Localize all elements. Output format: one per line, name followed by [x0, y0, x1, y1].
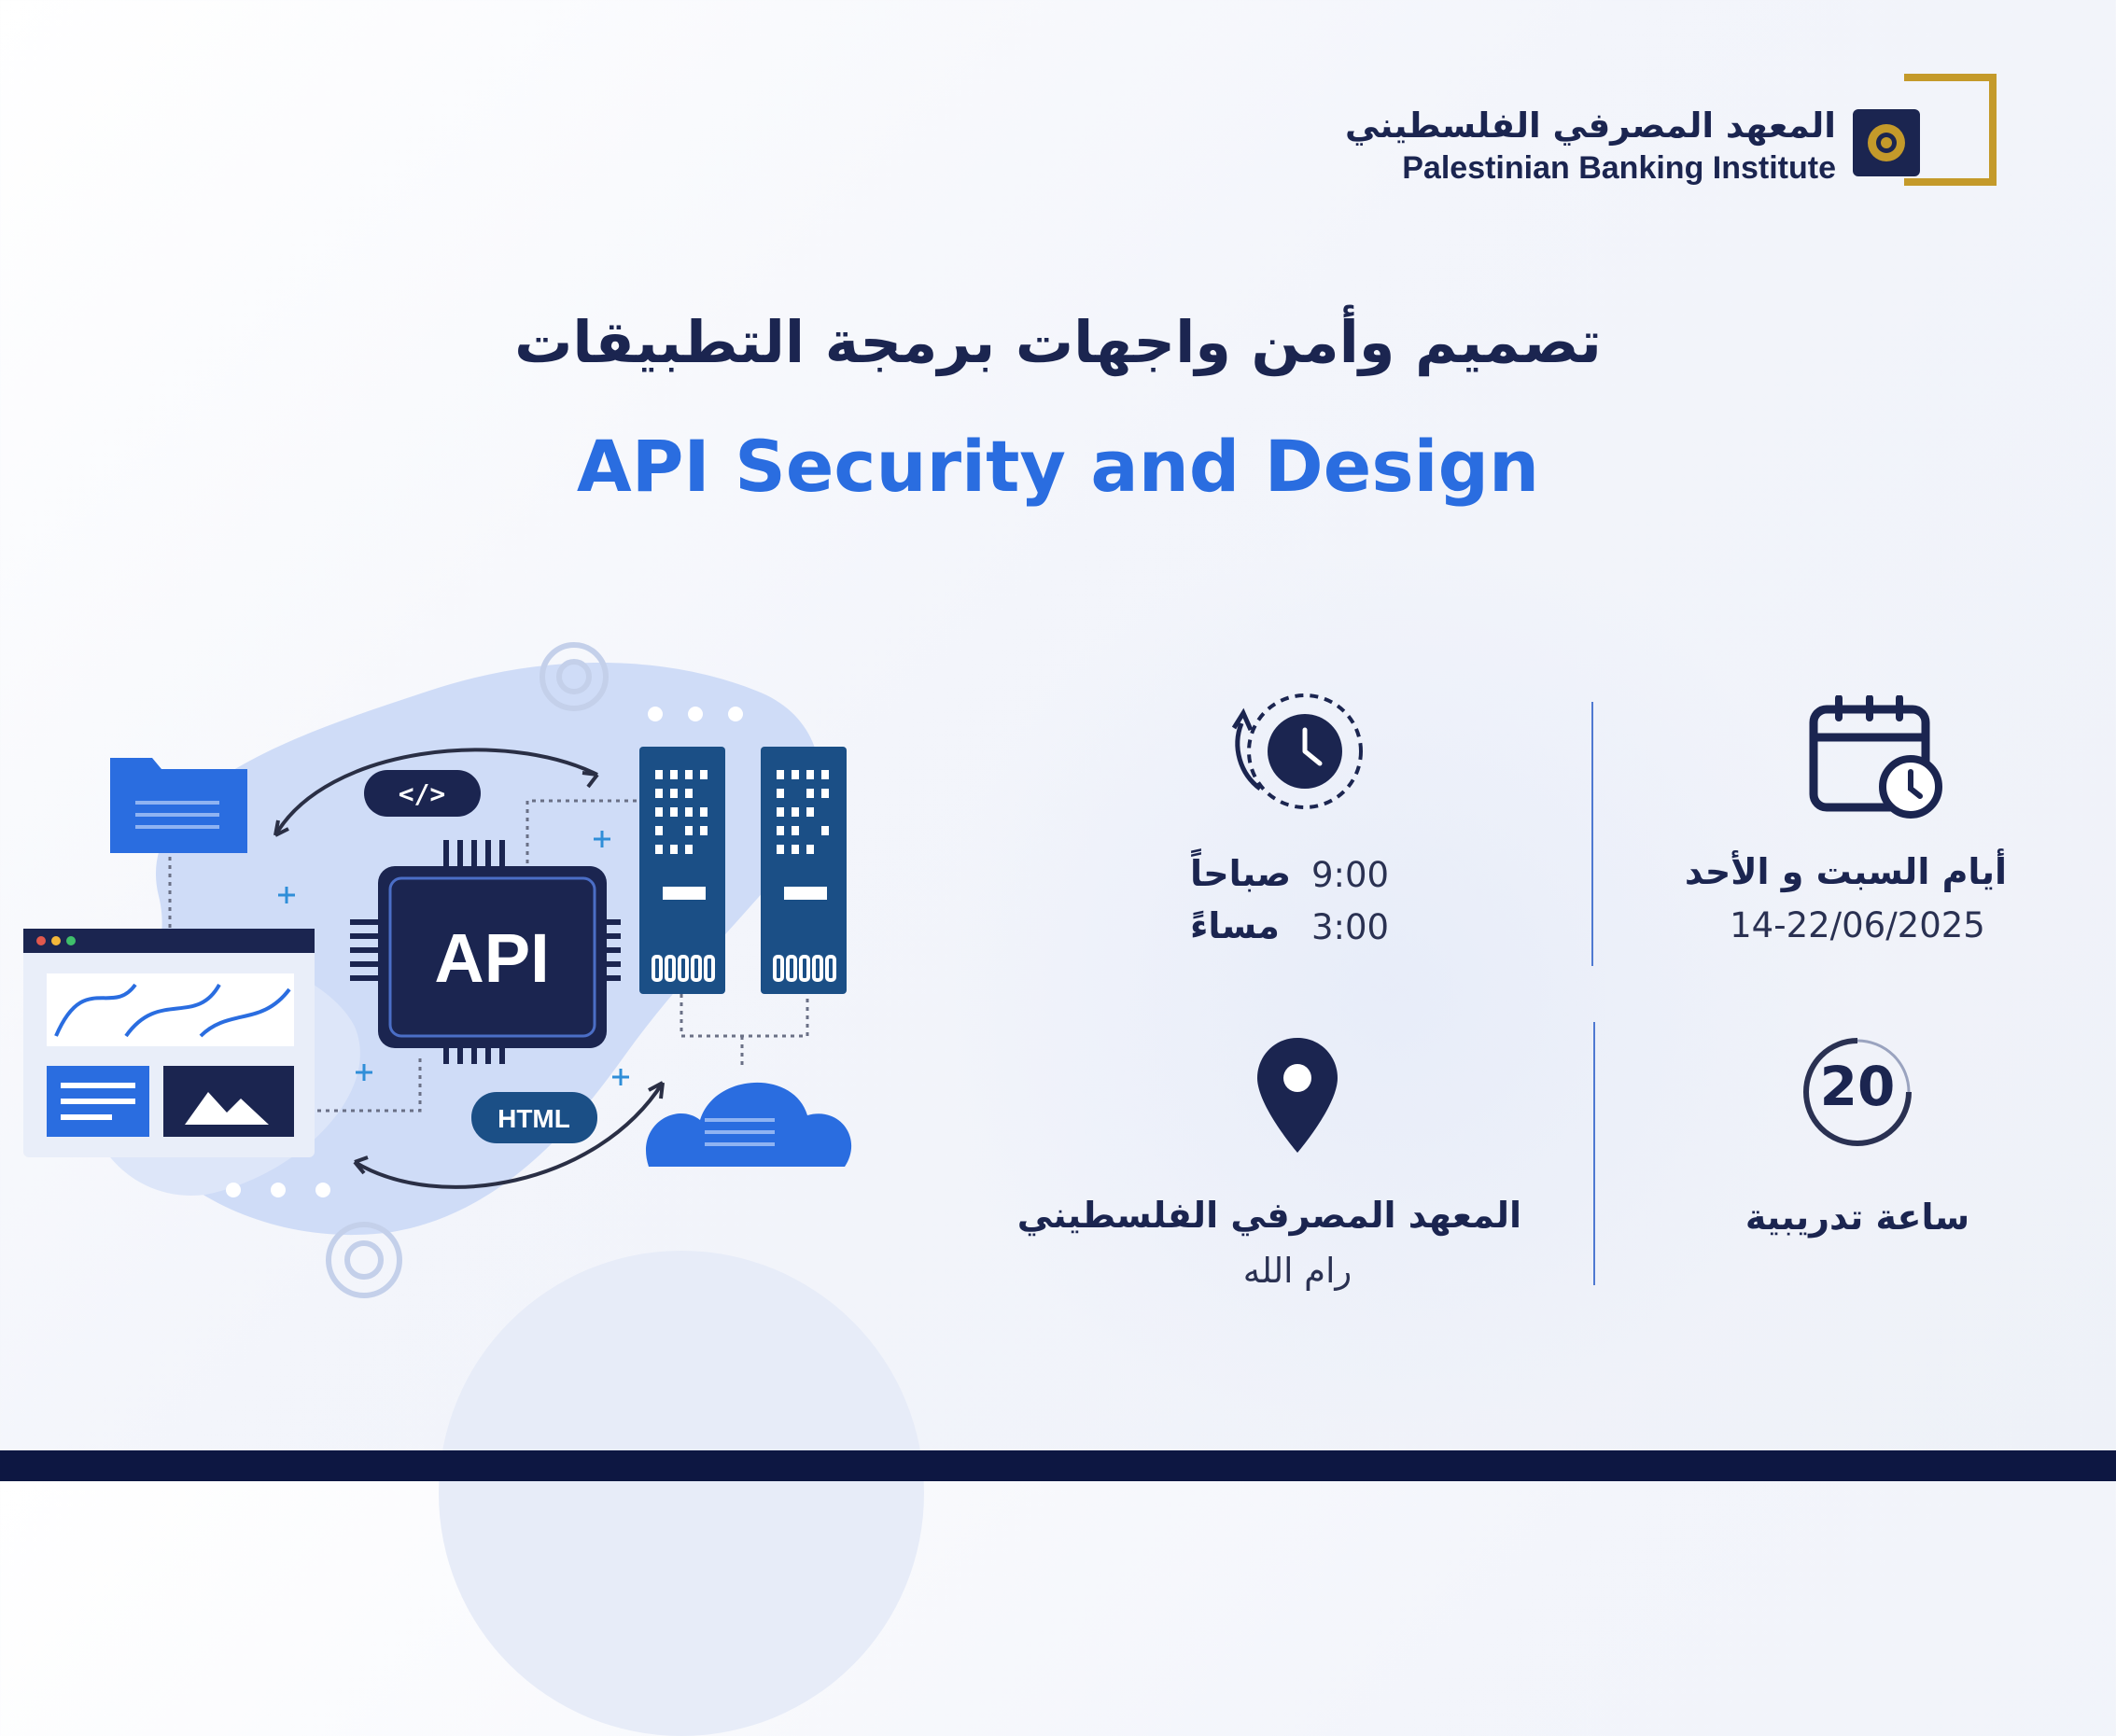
hours-label: ساعة تدريبية: [1745, 1197, 1970, 1238]
location-pin-icon: [1257, 1038, 1338, 1153]
info-divider-bottom: [1593, 1022, 1595, 1285]
footer-bar: [0, 1450, 2116, 1481]
end-period: مساءً: [1190, 905, 1280, 946]
html-badge: HTML: [497, 1104, 570, 1133]
api-illustration-svg: </> API: [23, 642, 852, 1298]
pbi-logo-icon: [1853, 74, 1997, 186]
hours-ring-icon: [1803, 1038, 1912, 1146]
calendar-icon: [1809, 695, 1942, 819]
server-icon: [639, 747, 847, 994]
course-title-en: API Security and Design: [576, 425, 1540, 508]
training-days: أيام السبت و الأحد: [1684, 851, 2007, 892]
gear-icon: [326, 642, 609, 1298]
start-time: 9:00: [1311, 855, 1390, 895]
institute-name-ar: المعهد المصرفي الفلسطيني: [1345, 105, 1836, 146]
start-period: صباحاً: [1190, 853, 1292, 894]
institute-name-en: Palestinian Banking Institute: [1402, 150, 1836, 186]
venue-name: المعهد المصرفي الفلسطيني: [1016, 1195, 1521, 1236]
clock-icon: [1231, 693, 1363, 809]
course-title-ar: تصميم وأمن واجهات برمجة التطبيقات: [514, 308, 1602, 376]
api-illustration: </> API: [19, 616, 859, 1325]
training-dates: 14-22/06/2025: [1730, 905, 1985, 945]
venue-city: رام الله: [1242, 1251, 1352, 1291]
code-badge: </>: [399, 778, 446, 809]
info-divider-top: [1591, 702, 1593, 966]
hours-count: 20: [1819, 1055, 1896, 1118]
end-time: 3:00: [1311, 907, 1390, 947]
api-chip-label: API: [434, 919, 549, 997]
background-circle: [924, 523, 1857, 1456]
institute-logo: المعهد المصرفي الفلسطيني Palestinian Ban…: [1345, 70, 2011, 196]
